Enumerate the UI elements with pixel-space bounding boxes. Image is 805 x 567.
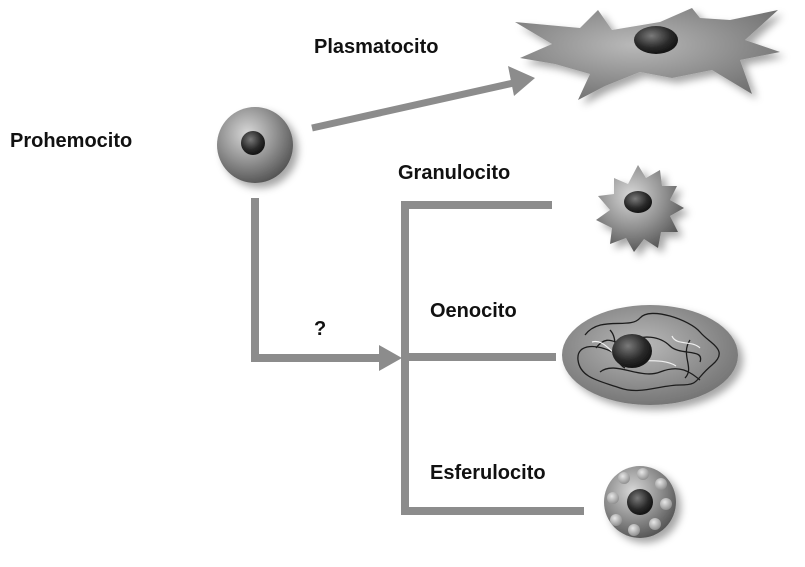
plasmatocito-cell bbox=[515, 8, 780, 100]
prohemocito-cell bbox=[217, 107, 293, 183]
esferulocito-cell bbox=[604, 466, 676, 538]
label-oenocito: Oenocito bbox=[430, 300, 517, 323]
oenocito-cell bbox=[562, 305, 738, 405]
label-plasmatocito: Plasmatocito bbox=[314, 36, 438, 59]
label-granulocito: Granulocito bbox=[398, 162, 510, 185]
label-esferulocito: Esferulocito bbox=[430, 462, 546, 485]
arrow-to-plasmatocito bbox=[312, 66, 535, 128]
granulocito-cell bbox=[596, 165, 684, 252]
label-prohemocito: Prohemocito bbox=[10, 130, 132, 153]
arrow-to-branch bbox=[255, 198, 402, 371]
label-question: ? bbox=[314, 318, 326, 341]
